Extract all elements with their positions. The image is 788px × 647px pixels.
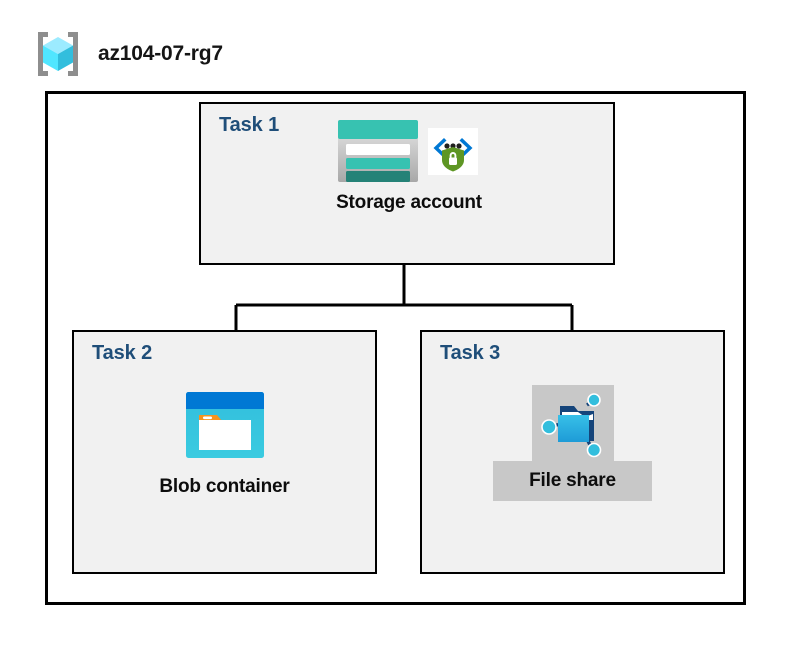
file-share-icon-highlight — [531, 385, 614, 461]
storage-account-caption: Storage account — [336, 192, 482, 213]
task-2-label: Task 2 — [92, 342, 153, 364]
storage-account-node[interactable]: Storage account — [199, 118, 615, 214]
resource-group-cube-icon — [38, 32, 78, 76]
blob-container-node[interactable]: Blob container — [72, 390, 377, 498]
task-3-label: Task 3 — [440, 342, 501, 364]
file-share-caption: File share — [493, 461, 652, 501]
task-1-icon-group — [336, 118, 478, 184]
file-share-node[interactable]: File share — [420, 385, 725, 501]
resource-group-header: az104-07-rg7 — [32, 28, 332, 80]
blob-container-caption: Blob container — [159, 476, 290, 497]
blob-container-icon — [185, 392, 264, 458]
task-2-panel[interactable]: Task 2 — [72, 330, 377, 574]
resource-group-name: az104-07-rg7 — [98, 42, 223, 65]
storage-account-icon — [338, 120, 418, 182]
task-1-label: Task 1 — [219, 114, 280, 136]
task-1-panel[interactable]: Task 1 — [199, 102, 615, 265]
file-share-icon — [540, 393, 601, 458]
policy-shield-icon — [428, 127, 478, 175]
